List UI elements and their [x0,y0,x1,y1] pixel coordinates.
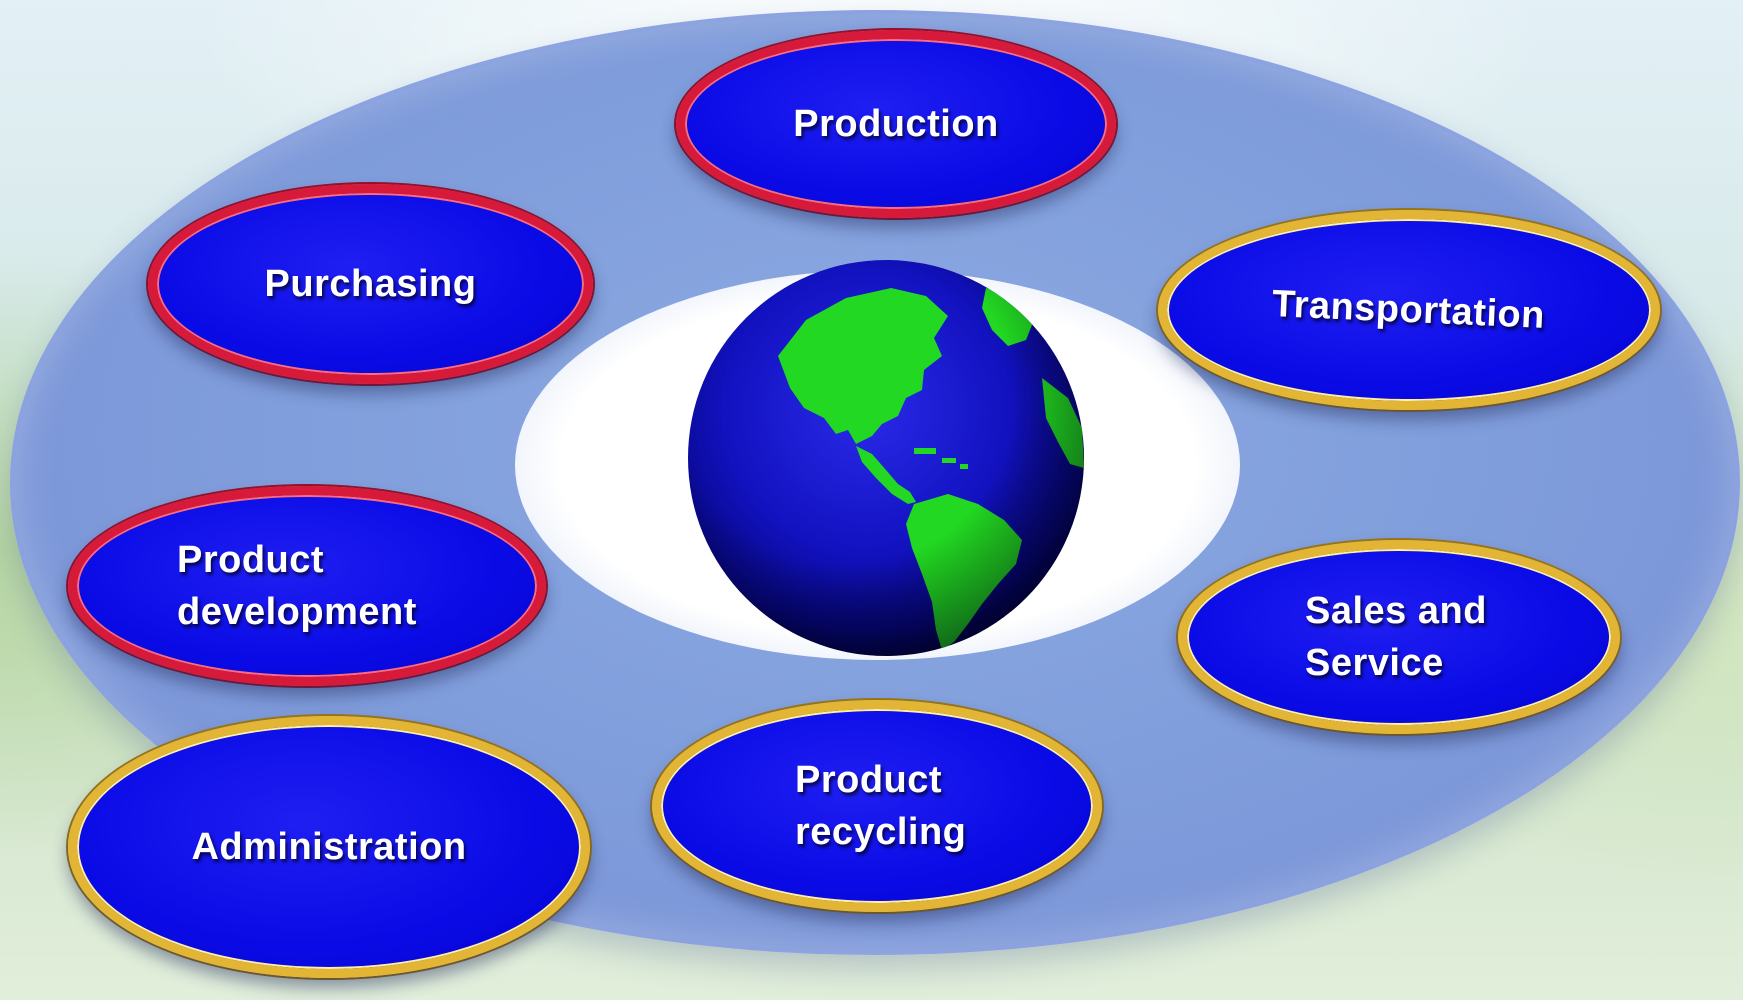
globe-icon [688,260,1084,656]
node-sales-and-service: Sales and Service [1178,540,1620,734]
node-purchasing: Purchasing [148,184,593,384]
node-transportation-label: Transportation [1271,283,1547,337]
node-production-label: Production [793,103,999,145]
node-purchasing-label: Purchasing [264,263,477,305]
node-product-development-label: Product development [177,539,417,633]
node-product-recycling-label: Product recycling [795,759,967,853]
node-sales-and-service-label: Sales and Service [1305,590,1487,684]
node-administration: Administration [68,716,590,978]
node-product-development: Product development [68,486,546,686]
node-transportation: Transportation [1158,210,1660,410]
node-product-recycling: Product recycling [652,700,1102,912]
node-administration-label: Administration [191,826,467,868]
node-production: Production [676,30,1116,218]
